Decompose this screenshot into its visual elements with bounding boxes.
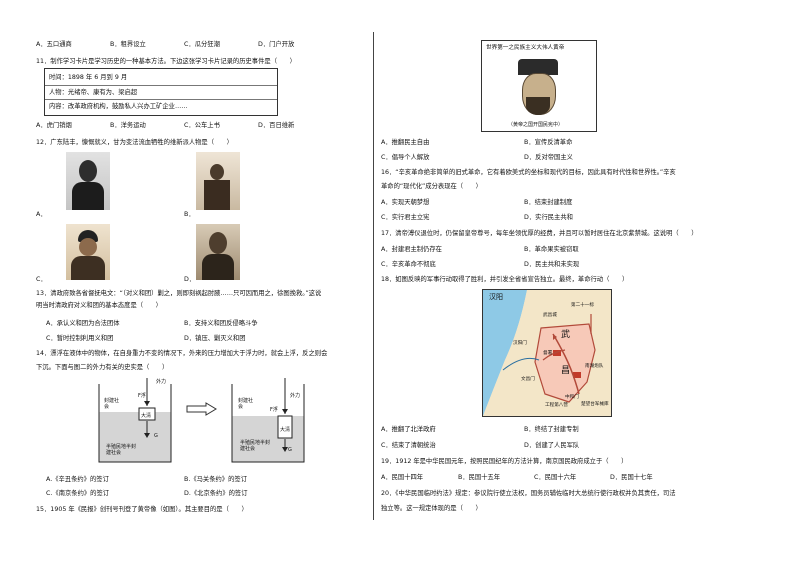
column-divider (373, 32, 374, 520)
q17-stem: 17．清帝溥仪退位时，仍保留皇帝尊号，每年坐领优厚的经费，并且可以暂时居住在北京… (381, 230, 698, 237)
q14-diagram2-semi: 半殖民地半封建社会 (240, 440, 271, 452)
q14-diagram1-external-force: 外力 (156, 379, 167, 385)
portrait-a (66, 152, 110, 210)
q14-stem-line2: 下沉。下面与图二的外力有关的史实是（ ） (36, 364, 169, 371)
q12-label-c: C． (36, 276, 47, 283)
portrait-b (196, 152, 240, 210)
q14-diagram1-g: G (154, 433, 158, 439)
q10-option-b: B．租界设立 (110, 41, 146, 48)
q18-option-c: C．结束了清朝统治 (381, 442, 436, 449)
q11-option-c: C．公车上书 (184, 122, 220, 129)
q11-option-d: D．百日维新 (258, 122, 295, 129)
q14-diagram2-external-force: 外力 (290, 393, 301, 399)
q11-stem: 11．制作学习卡片是学习历史的一种基本方法。下边这张学习卡片记录的历史事件是（ … (36, 58, 296, 65)
q18-option-d: D．创建了人民军队 (524, 442, 580, 449)
q13-stem-line1: 13．清政府致各省督抚电文：“（对义和团）剿之，则即刻祸起肘腋……只可因而用之，… (36, 290, 322, 297)
q14-option-c: C.《南京条约》的签订 (46, 490, 110, 497)
q11-card-line: 人物：光绪帝、康有为、梁启超 (49, 89, 138, 96)
q14-option-a: A.《辛丑条约》的签订 (46, 476, 109, 483)
q13-stem-line2: 明当时清政府对义和团的基本态度是（ ） (36, 302, 162, 309)
right-arrow-icon (186, 402, 217, 416)
q14-diagram2-g: G (288, 447, 292, 453)
q17-option-c: C．辛亥革命不彻底 (381, 261, 436, 268)
q13-option-d: D．镇压、剿灭义和团 (184, 335, 246, 342)
q18-map-graphics (483, 290, 611, 416)
q16-option-c: C．实行君主立宪 (381, 214, 430, 221)
q14-option-d: D.《北京条约》的签订 (184, 490, 248, 497)
map-label-regiment: 第二十一标 (571, 303, 594, 308)
q15-huangdi-image: 世界第一之民族主义大伟人黄帝 （黄帝之国开国民宪中） (481, 40, 597, 132)
q13-option-b: B．支持义和团反侵略斗争 (184, 320, 258, 327)
map-label-wenchang-gate: 文昌门 (521, 377, 535, 382)
q14-diagram1-semi: 半殖民地半封建社会 (106, 444, 137, 456)
q17-option-a: A．封建君主制仍存在 (381, 246, 442, 253)
q14-diagram1-feudal: 封建社会 (104, 398, 120, 410)
q11-option-b: B．洋务运动 (110, 122, 146, 129)
q16-option-d: D．实行民主共和 (524, 214, 573, 221)
q16-stem-line1: 16．“辛亥革命绝非简单的旧式革命，它有着欧美式的坐标和现代的目标，因此具有时代… (381, 169, 676, 176)
q13-option-c: C．暂时控制利用义和团 (46, 335, 114, 342)
q14-option-b: B.《马关条约》的签订 (184, 476, 247, 483)
q15-option-d: D．反对帝国主义 (524, 154, 573, 161)
q16-option-b: B．结束封建制度 (524, 199, 573, 206)
q10-option-d: D．门户开放 (258, 41, 295, 48)
q11-study-card: 时间：1898 年 6 月到 9 月 人物：光绪帝、康有为、梁启超 内容：改革政… (44, 68, 278, 116)
q19-option-d: D．民国十七年 (610, 474, 653, 481)
q20-stem-line2: 独立等。这一规定体现的是（ ） (381, 505, 482, 512)
map-label-camp: 工程第八营 (545, 403, 568, 408)
q19-stem: 19．1912 年是中华民国元年，按照民国纪年的方法计算，南京国民政府成立于（ … (381, 458, 628, 465)
map-label-wu: 武 (561, 330, 571, 340)
q19-option-a: A．民国十四年 (381, 474, 424, 481)
q14-diagram1-daqing: 大清 (141, 413, 152, 419)
map-label-hanyang: 汉阳 (489, 293, 503, 301)
q14-stem-line1: 14．漂浮在液体中的物体，在自身重力不变的情况下，外来的压力增加大于浮力时，就会… (36, 350, 328, 357)
q10-option-a: A．五口通商 (36, 41, 72, 48)
map-label-hanyang-gate: 汉阳门 (513, 341, 527, 346)
map-label-depot: 楚望台军械库 (581, 402, 609, 407)
q12-stem: 12．广东陆丰，慷慨就义，甘为变法流血牺牲的维新派人物是（ ） (36, 139, 233, 146)
map-label-chang: 昌 (561, 366, 571, 376)
q12-label-a: A． (36, 211, 47, 218)
portrait-c (66, 224, 110, 280)
q19-option-b: B．民国十五年 (458, 474, 501, 481)
q14-float-diagram-2 (231, 378, 305, 463)
q18-option-a: A．推翻了北洋政府 (381, 426, 436, 433)
map-label-zhongheng-gate: 中和门 (565, 395, 579, 400)
q17-option-b: B．革命果实被窃取 (524, 246, 579, 253)
q14-diagram2-feudal: 封建社会 (238, 398, 254, 410)
q10-option-c: C．瓜分狂潮 (184, 41, 220, 48)
q12-label-d: D． (184, 276, 196, 283)
q18-option-b: B．终结了封建专制 (524, 426, 579, 433)
q16-stem-line2: 革命的“现代化”成分表现在（ ） (381, 183, 482, 190)
q16-option-a: A．实现天朝梦想 (381, 199, 430, 206)
q13-option-a: A．承认义和团为合法团体 (46, 320, 120, 327)
q20-stem-line1: 20．《中华民国临时约法》规定：参议院行使立法权，国务员辅佐临时大总统行使行政权… (381, 490, 676, 497)
q18-wuchang-map: 汉阳 武 昌 武昌城 汉阳门 文昌门 中和门 督署 工程第八营 楚望台军械库 南… (482, 289, 612, 417)
q12-label-b: B． (184, 211, 195, 218)
q15-image-caption: （黄帝之国开国民宪中） (508, 122, 564, 128)
map-label-bureau: 督署 (543, 351, 553, 356)
q14-diagram2-buoyancy: F浮 (270, 407, 278, 413)
portrait-d (196, 224, 240, 280)
q14-diagram2-daqing: 大清 (280, 427, 291, 433)
q18-stem: 18．如图反映的军事行动取得了胜利，并引发全省省宣告独立。最终，革命行动（ ） (381, 276, 629, 283)
q17-option-d: D．民主共和未实现 (524, 261, 580, 268)
q15-option-b: B．宣传反清革命 (524, 139, 573, 146)
q15-option-c: C．倡导个人解放 (381, 154, 430, 161)
q14-diagram1-buoyancy: F浮 (138, 393, 146, 399)
q14-float-diagram-1 (98, 378, 172, 463)
q11-option-a: A．虎门销烟 (36, 122, 72, 129)
q11-card-line: 内容：改革政府机构，鼓励私人兴办工矿企业…… (49, 103, 188, 110)
q11-card-line: 时间：1898 年 6 月到 9 月 (49, 74, 128, 81)
map-label-wuchang-city: 武昌城 (543, 313, 557, 318)
q19-option-c: C．民国十六年 (534, 474, 577, 481)
q15-image-title: 世界第一之民族主义大伟人黄帝 (486, 45, 565, 51)
q15-stem: 15．1905 年《民报》创刊号刊登了黄帝像（如图）。其主要目的是（ ） (36, 506, 248, 513)
map-label-barracks: 南湖炮队 (585, 364, 604, 369)
q15-option-a: A．推翻民主自由 (381, 139, 430, 146)
